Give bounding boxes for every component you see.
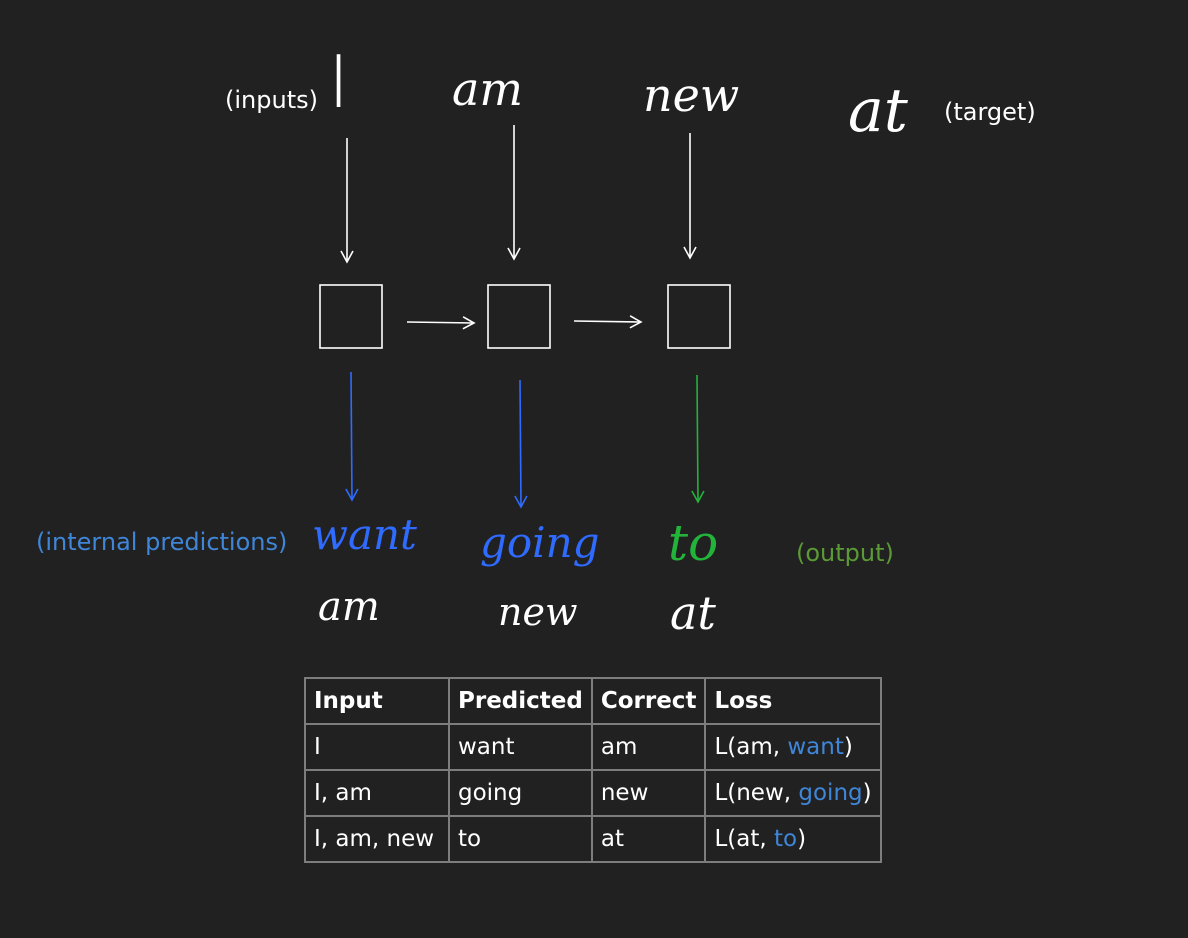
prediction-arrow-1 [345, 371, 359, 502]
cell-input: I, am, new [304, 815, 450, 863]
inputs-annotation: (inputs) [225, 86, 318, 114]
internal-predictions-annotation: (internal predictions) [36, 528, 288, 556]
header-input: Input [304, 677, 450, 725]
cell-loss: L(new, going) [704, 769, 883, 817]
cell-loss: L(at, to) [704, 815, 883, 863]
table-row: I want am L(am, want) [304, 723, 883, 771]
header-correct: Correct [590, 677, 707, 725]
hidden-arrow-1 [406, 316, 476, 330]
loss-table: Input Predicted Correct Loss I want am L… [304, 677, 883, 863]
target-word: at [848, 76, 908, 146]
cell-loss: L(am, want) [704, 723, 883, 771]
rnn-cell-2 [487, 284, 551, 349]
loss-predicted-word: going [798, 780, 863, 806]
correct-word-3: at [670, 586, 716, 640]
output-annotation: (output) [796, 539, 894, 567]
loss-suffix: ) [862, 780, 872, 806]
header-loss: Loss [704, 677, 883, 725]
output-arrow [691, 374, 705, 504]
input-word-3: new [643, 68, 740, 122]
input-word-2: am [452, 62, 524, 116]
cell-input: I, am [304, 769, 450, 817]
loss-prefix: L(at, [714, 826, 774, 852]
output-prediction: to [668, 514, 719, 572]
cell-predicted: to [448, 815, 593, 863]
cell-correct: am [590, 723, 707, 771]
internal-prediction-2: going [480, 518, 600, 567]
hidden-arrow-2 [573, 315, 643, 329]
cell-correct: at [590, 815, 707, 863]
input-word-1: I [328, 40, 350, 124]
loss-predicted-word: want [787, 734, 844, 760]
cell-predicted: going [448, 769, 593, 817]
loss-suffix: ) [797, 826, 807, 852]
table-row: I, am going new L(new, going) [304, 769, 883, 817]
internal-prediction-1: want [312, 510, 417, 559]
correct-word-2: new [498, 590, 578, 634]
rnn-cell-3 [667, 284, 731, 349]
loss-prefix: L(new, [714, 780, 799, 806]
cell-input: I [304, 723, 450, 771]
table-row: I, am, new to at L(at, to) [304, 815, 883, 863]
cell-predicted: want [448, 723, 593, 771]
header-predicted: Predicted [448, 677, 593, 725]
loss-prefix: L(am, [714, 734, 788, 760]
prediction-arrow-2 [514, 379, 528, 509]
cell-correct: new [590, 769, 707, 817]
target-annotation: (target) [944, 98, 1036, 126]
table-header-row: Input Predicted Correct Loss [304, 677, 883, 725]
loss-predicted-word: to [773, 826, 798, 852]
loss-suffix: ) [843, 734, 853, 760]
rnn-cell-1 [319, 284, 383, 349]
correct-word-1: am [318, 584, 380, 630]
